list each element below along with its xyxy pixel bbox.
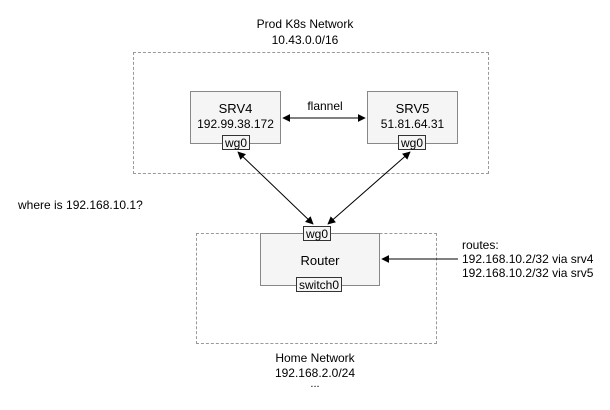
route-entry: 192.168.10.2/32 via srv4 xyxy=(462,252,594,266)
srv5-ip: 51.81.64.31 xyxy=(380,117,445,131)
flannel-link-label: flannel xyxy=(307,99,343,113)
srv4-ip: 192.99.38.172 xyxy=(197,117,274,131)
home-network-title: Home Network xyxy=(275,351,355,365)
router-name: Router xyxy=(300,253,340,268)
srv4-name: SRV4 xyxy=(218,101,253,116)
router-switch0-interface[interactable]: switch0 xyxy=(296,277,342,292)
srv5-router-tunnel xyxy=(327,151,411,225)
srv4-router-tunnel xyxy=(237,151,314,225)
home-network-ellipsis: ... xyxy=(310,378,320,390)
route-entry: 192.168.10.2/32 via srv5 xyxy=(462,266,594,280)
home-network-cidr: 192.168.2.0/24 xyxy=(274,366,356,380)
question-text: where is 192.168.10.1? xyxy=(18,198,143,212)
srv4-wg0-interface[interactable]: wg0 xyxy=(222,135,250,150)
srv5-wg0-interface[interactable]: wg0 xyxy=(398,135,426,150)
router-wg0-interface[interactable]: wg0 xyxy=(303,226,331,241)
prod-network-cidr: 10.43.0.0/16 xyxy=(271,33,339,47)
prod-network-title: Prod K8s Network xyxy=(256,17,354,31)
srv5-name: SRV5 xyxy=(395,101,430,116)
routes-heading: routes: xyxy=(462,238,499,252)
